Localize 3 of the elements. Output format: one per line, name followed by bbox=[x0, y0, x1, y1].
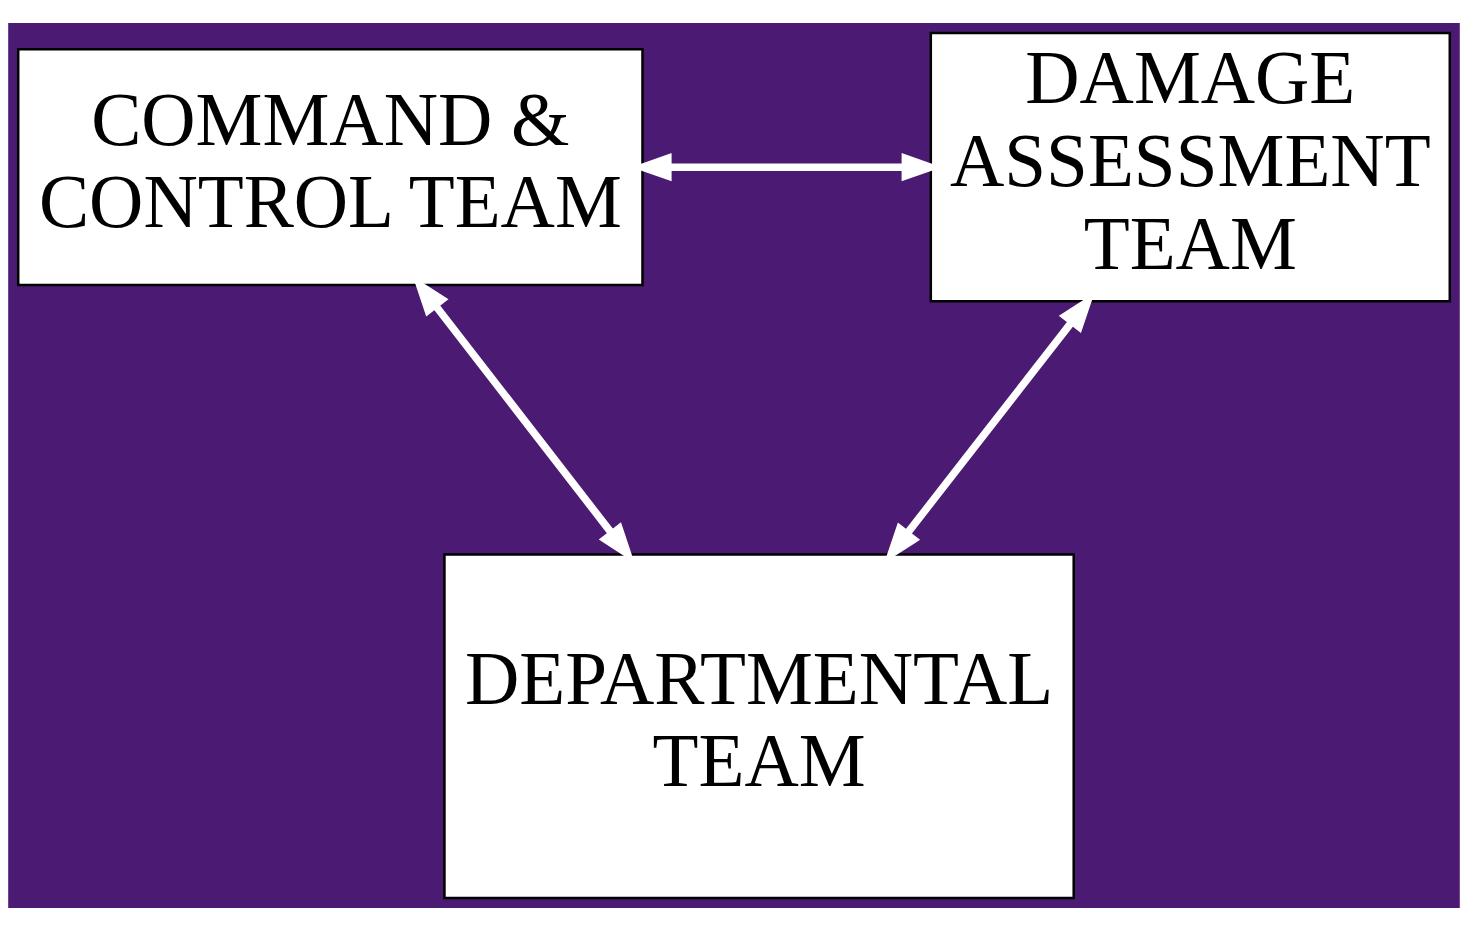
node-box: DEPARTMENTAL TEAM bbox=[443, 552, 1075, 899]
node-box: DAMAGE ASSESSMENT TEAM bbox=[929, 31, 1452, 303]
node-box: COMMAND & CONTROL TEAM bbox=[16, 47, 644, 286]
